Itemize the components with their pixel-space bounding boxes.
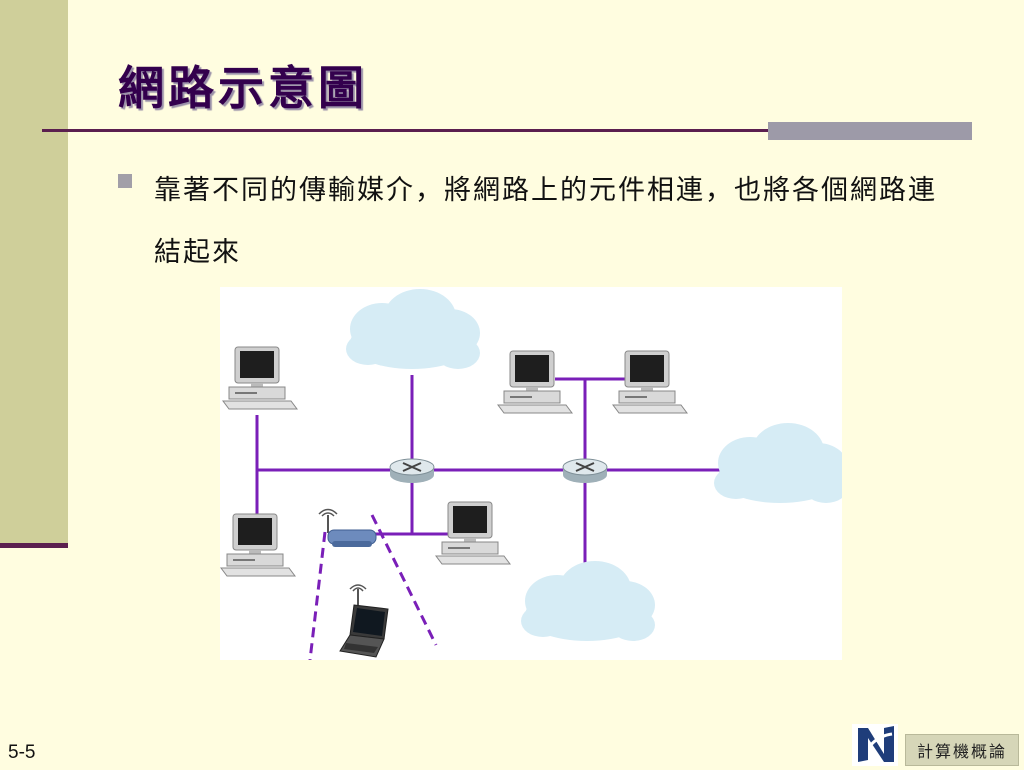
bullet-text: 靠著不同的傳輸媒介，將網路上的元件相連，也將各個網路連結起來 xyxy=(154,175,937,268)
cloud-icon xyxy=(521,561,655,641)
wireless-access-point-icon xyxy=(318,508,377,547)
cloud-icon xyxy=(714,423,842,503)
cloud-icon xyxy=(346,289,480,369)
bullet-square-icon xyxy=(118,174,132,188)
network-diagram xyxy=(220,287,842,660)
desktop-computer-icon xyxy=(222,346,298,410)
slide-title: 網路示意圖 xyxy=(118,61,368,115)
sidebar-rule xyxy=(0,543,68,548)
desktop-computer-icon xyxy=(612,350,688,414)
router-icon xyxy=(389,458,435,484)
desktop-computer-icon xyxy=(497,350,573,414)
page-number: 5-5 xyxy=(8,742,36,763)
logo-icon xyxy=(852,724,898,770)
desktop-computer-icon xyxy=(220,513,296,577)
sidebar-decoration xyxy=(0,0,68,545)
laptop-icon xyxy=(339,584,389,658)
course-label: 計算機概論 xyxy=(905,734,1019,766)
router-icon xyxy=(562,458,608,484)
title-underline xyxy=(42,129,972,132)
title-underline-accent xyxy=(768,122,972,140)
